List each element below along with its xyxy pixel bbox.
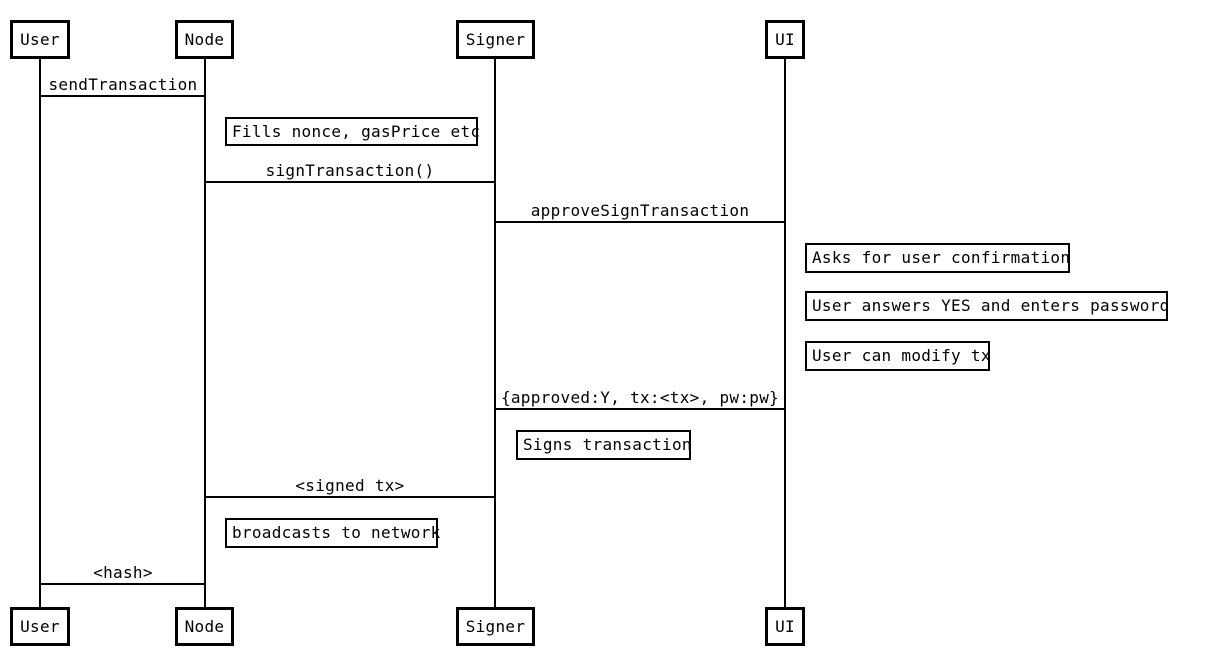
message-line-signed-tx <box>204 496 496 498</box>
lifeline-signer <box>494 59 496 607</box>
lifeline-user <box>39 59 41 607</box>
note-signs-transaction: Signs transaction <box>516 430 692 460</box>
note-user-can-modify-text: User can modify tx <box>812 346 991 365</box>
message-line-sign-transaction <box>204 181 496 183</box>
note-signs-transaction-text: Signs transaction <box>523 435 692 454</box>
message-line-approve-sign-transaction <box>494 221 786 223</box>
actor-box-signer-top: Signer <box>456 20 535 59</box>
actor-box-node-bottom: Node <box>175 607 234 646</box>
actor-box-user-top: User <box>10 20 70 59</box>
message-label-signed-tx: <signed tx> <box>295 476 405 495</box>
note-asks-confirmation: Asks for user confirmation <box>805 243 1070 273</box>
note-broadcasts-network-text: broadcasts to network <box>232 523 441 542</box>
note-fills-nonce-text: Fills nonce, gasPrice etc <box>232 122 481 141</box>
note-user-can-modify: User can modify tx <box>805 341 990 371</box>
lifeline-ui <box>784 59 786 607</box>
message-line-hash <box>40 583 206 585</box>
actor-box-node-top: Node <box>175 20 234 59</box>
message-line-approved-response <box>494 408 786 410</box>
message-label-sign-transaction: signTransaction() <box>265 161 435 180</box>
lifeline-node <box>204 59 206 607</box>
actor-box-user-bottom: User <box>10 607 70 646</box>
note-user-answers-yes: User answers YES and enters password <box>805 291 1170 321</box>
message-line-send-transaction <box>40 95 206 97</box>
note-broadcasts-network: broadcasts to network <box>225 518 441 548</box>
note-fills-nonce: Fills nonce, gasPrice etc <box>225 117 481 146</box>
message-label-send-transaction: sendTransaction <box>48 75 198 94</box>
note-user-answers-yes-text: User answers YES and enters password <box>812 296 1170 315</box>
message-label-approved-response: {approved:Y, tx:<tx>, pw:pw} <box>500 388 780 407</box>
message-label-hash: <hash> <box>93 563 153 582</box>
note-asks-confirmation-text: Asks for user confirmation <box>812 248 1071 267</box>
message-label-approve-sign-transaction: approveSignTransaction <box>530 201 750 220</box>
actor-box-ui-top: UI <box>765 20 805 59</box>
actor-box-signer-bottom: Signer <box>456 607 535 646</box>
actor-box-ui-bottom: UI <box>765 607 805 646</box>
